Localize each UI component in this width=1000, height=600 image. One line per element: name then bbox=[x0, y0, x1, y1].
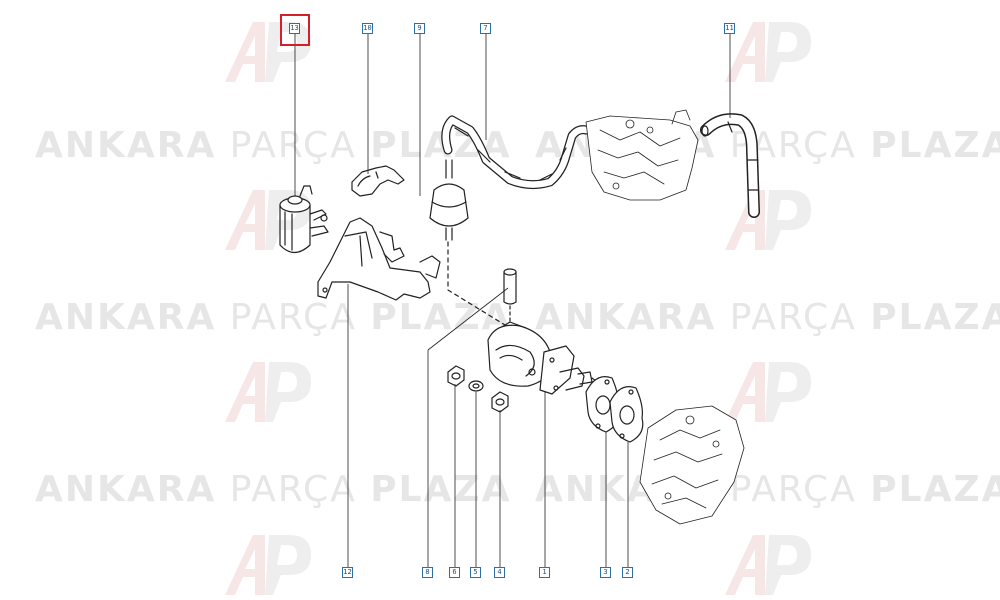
part-1-pump bbox=[487, 321, 593, 395]
callout-2[interactable]: 2 bbox=[622, 567, 633, 578]
callout-8[interactable]: 8 bbox=[422, 567, 433, 578]
part-4-nut bbox=[491, 391, 509, 413]
watermark-brand-bold: ANKARA bbox=[35, 125, 217, 166]
callout-7[interactable]: 7 bbox=[480, 23, 491, 34]
part-5-washer bbox=[468, 380, 484, 392]
part-12-bracket bbox=[317, 217, 441, 301]
ap-logo-icon bbox=[725, 362, 811, 422]
engine-fragment-bottom bbox=[639, 405, 745, 525]
part-13-canister bbox=[279, 185, 329, 254]
callout-13[interactable]: 13 bbox=[289, 23, 300, 34]
callout-12[interactable]: 12 bbox=[342, 567, 353, 578]
selected-callout-highlight bbox=[280, 14, 310, 46]
callout-9[interactable]: 9 bbox=[414, 23, 425, 34]
part-10-clip bbox=[351, 165, 405, 197]
callout-10[interactable]: 10 bbox=[362, 23, 373, 34]
callout-3[interactable]: 3 bbox=[600, 567, 611, 578]
watermark-text: ANKARA PARÇA PLAZA bbox=[35, 297, 512, 338]
part-11-hose bbox=[700, 113, 760, 218]
ap-logo-icon bbox=[225, 22, 311, 82]
ap-logo-icon bbox=[725, 22, 811, 82]
watermark-text: ANKARA PARÇA PLAZA bbox=[35, 469, 512, 510]
callout-6[interactable]: 6 bbox=[449, 567, 460, 578]
ap-logo-icon bbox=[225, 362, 311, 422]
ap-logo-icon bbox=[225, 535, 311, 595]
watermark-brand-light: PARÇA bbox=[229, 125, 357, 166]
callout-1[interactable]: 1 bbox=[539, 567, 550, 578]
part-8-pin bbox=[503, 268, 517, 305]
callout-4[interactable]: 4 bbox=[494, 567, 505, 578]
part-6-nut bbox=[447, 365, 465, 387]
part-7-hose bbox=[441, 115, 591, 190]
callout-11[interactable]: 11 bbox=[724, 23, 735, 34]
engine-fragment-top bbox=[585, 109, 699, 201]
ap-logo-icon bbox=[725, 535, 811, 595]
watermark-text: ANKARA PARÇA PLAZA bbox=[535, 297, 1000, 338]
part-2-gasket bbox=[609, 386, 644, 443]
leader-lines bbox=[294, 34, 731, 568]
part-9-filter bbox=[429, 159, 469, 241]
callout-5[interactable]: 5 bbox=[470, 567, 481, 578]
